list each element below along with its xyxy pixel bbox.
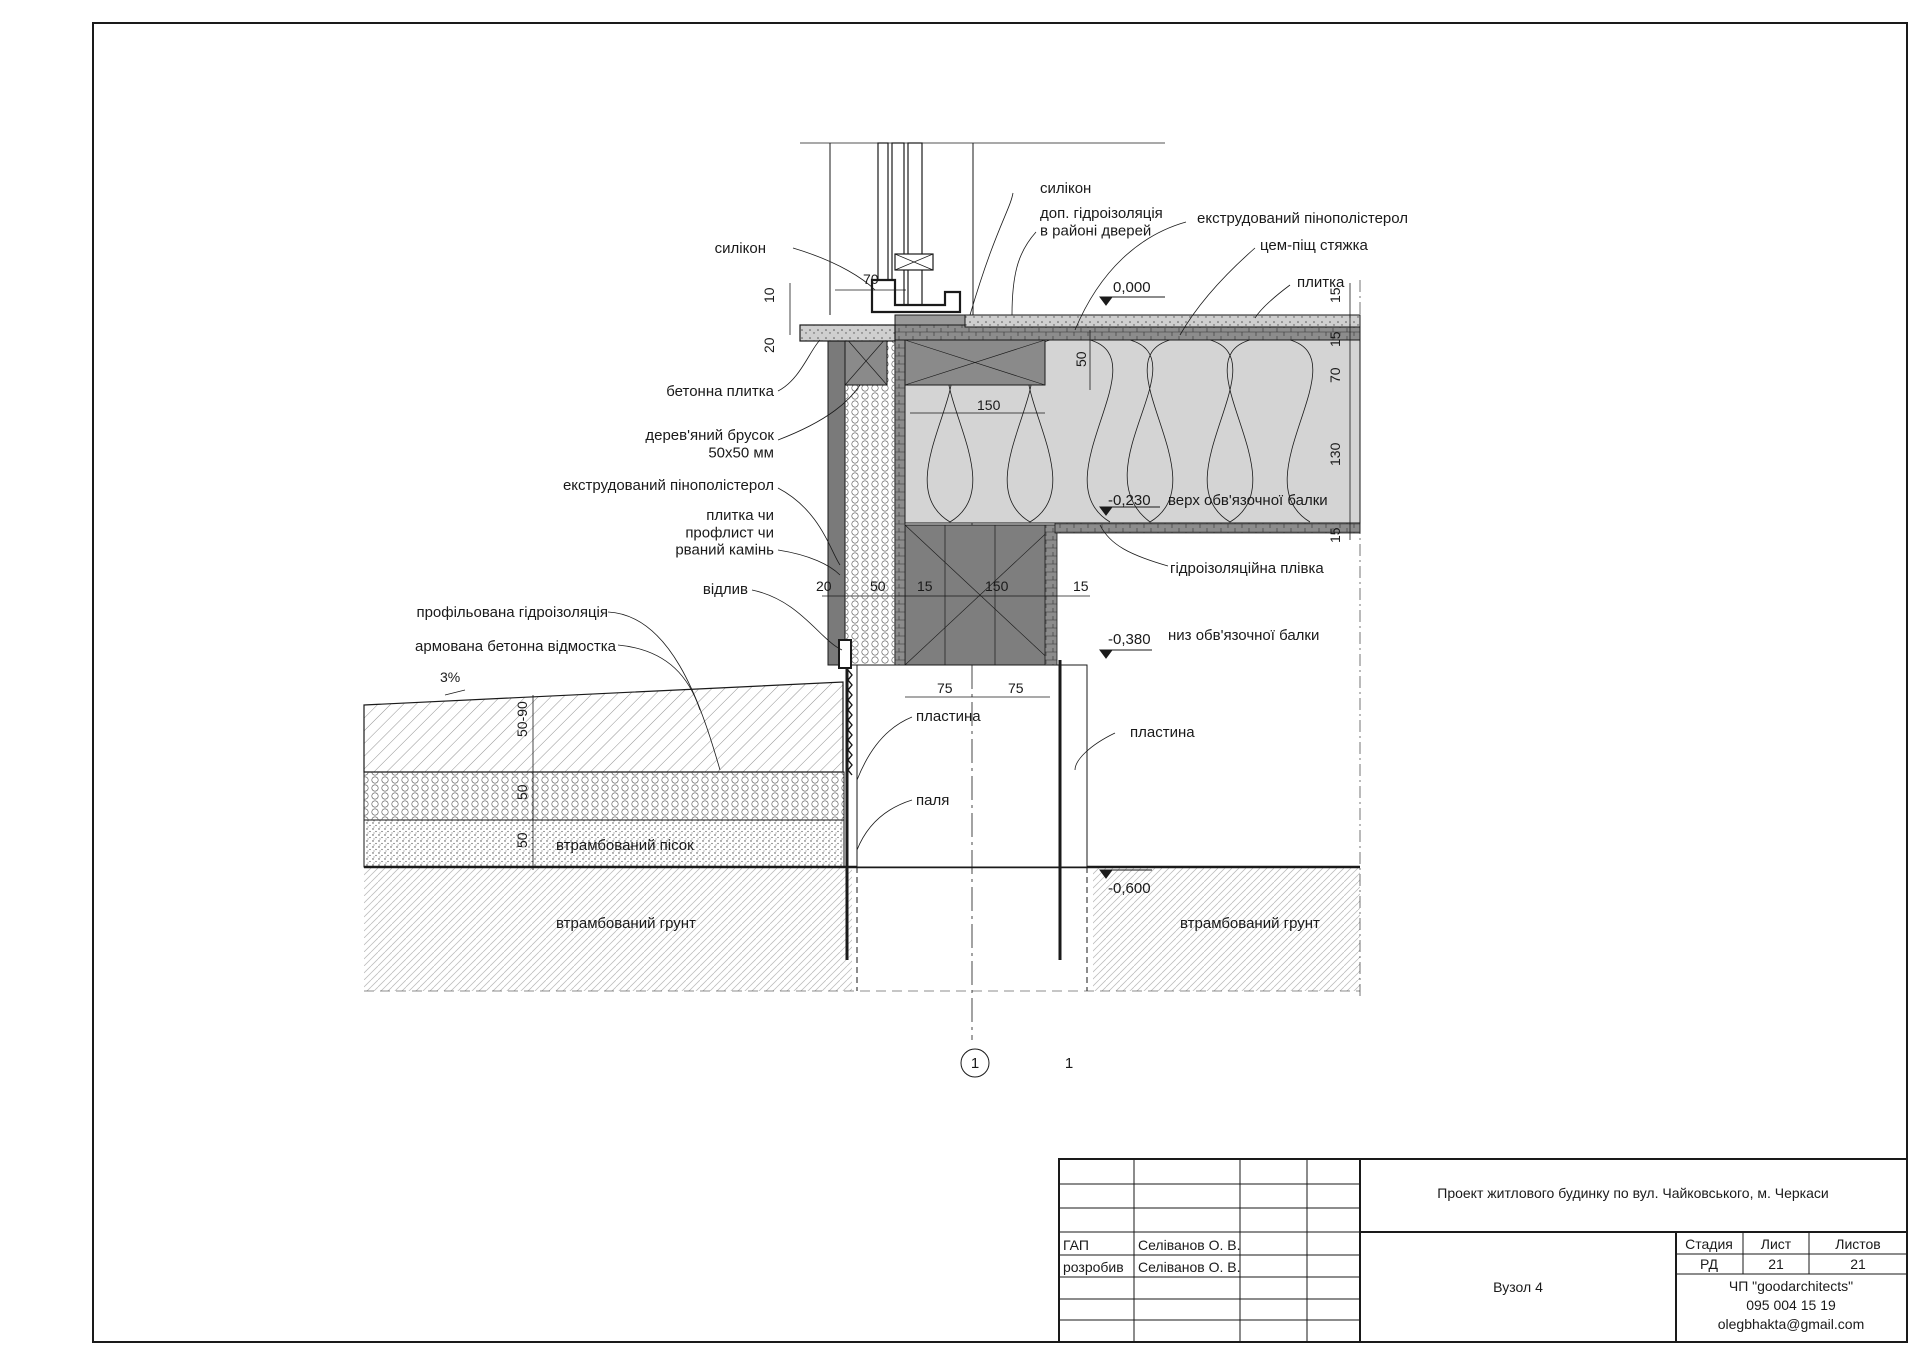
membrane-strip — [1054, 522, 1361, 534]
dim-150-top: 150 — [977, 397, 1001, 413]
dim-130: 130 — [1327, 442, 1343, 466]
xps-vertical — [844, 339, 896, 666]
dim-15-r: 15 — [1073, 578, 1089, 594]
label-blind-area: армована бетонна відмостка — [415, 638, 617, 655]
dim-50-vert: 50 — [1073, 351, 1089, 367]
label-xps-top: екструдований пінополістерол — [1197, 210, 1408, 227]
project-title: Проект житлового будинку по вул. Чайковс… — [1437, 1185, 1828, 1201]
dimension-texts: 70 10 20 50 150 15 15 70 130 15 20 50 15… — [440, 271, 1343, 848]
dim-50: 50 — [870, 578, 886, 594]
sheet-frame — [92, 22, 1908, 1343]
drip-flashing — [838, 639, 852, 669]
dimension-lines — [444, 283, 1351, 870]
dim-50-sand2: 50 — [514, 832, 530, 848]
dim-15-c: 15 — [1327, 527, 1343, 543]
dim-15-l: 15 — [917, 578, 933, 594]
level-beam-top: -0,230 — [1108, 492, 1151, 509]
level-beam-bottom: -0,380 — [1108, 631, 1151, 648]
label-pile: паля — [916, 792, 949, 809]
dim-20: 20 — [816, 578, 832, 594]
profiled-membrane — [847, 669, 853, 776]
label-plate-right: пластина — [1130, 724, 1195, 741]
axis-label: 1 — [971, 1055, 979, 1072]
label-beam-bottom: низ обв'язочної балки — [1168, 627, 1319, 644]
dim-50-90: 50-90 — [514, 701, 530, 737]
title-block: Проект житлового будинку по вул. Чайковс… — [1058, 1158, 1908, 1343]
label-beam-top: верх обв'язочної балки — [1168, 492, 1328, 509]
brick-strip-left — [894, 339, 906, 666]
name-gap: Селіванов О. В. — [1138, 1237, 1241, 1253]
dim-150: 150 — [985, 578, 1009, 594]
level-marks — [1099, 296, 1165, 879]
gravel-layer — [363, 771, 845, 821]
label-silicone-left: силікон — [715, 240, 766, 257]
dim-75-r: 75 — [1008, 680, 1024, 696]
dim-20-left: 20 — [761, 337, 777, 353]
level-zero: 0,000 — [1113, 279, 1151, 296]
label-soil-right: втрамбований грунт — [1180, 915, 1320, 932]
dim-70: 70 — [863, 271, 879, 287]
dim-15-b: 15 — [1327, 331, 1343, 347]
leader-lines — [607, 192, 1291, 851]
soil-left — [364, 867, 852, 991]
axis-circle — [960, 1048, 990, 1078]
label-sand: втрамбований пісок — [556, 837, 694, 854]
soil-right — [1093, 867, 1360, 991]
label-screed: цем-піщ стяжка — [1260, 237, 1368, 254]
dim-slope: 3% — [440, 669, 460, 685]
role-gap: ГАП — [1063, 1237, 1089, 1253]
label-plate-left: пластина — [916, 708, 981, 725]
org-phone: 095 004 15 19 — [1746, 1297, 1836, 1313]
cladding-strip — [827, 339, 846, 666]
ground-layers — [363, 681, 1360, 992]
axis-marker: 1 1 — [960, 1048, 1073, 1078]
axis-side-label: 1 — [1065, 1055, 1073, 1072]
level-ground: -0,600 — [1108, 880, 1151, 897]
dim-70-vert: 70 — [1327, 367, 1343, 383]
org-email: olegbhakta@gmail.com — [1718, 1316, 1865, 1332]
stage-value: РД — [1700, 1256, 1718, 1272]
sheets-value: 21 — [1850, 1256, 1866, 1272]
wall-assembly — [799, 142, 1361, 1000]
concrete-threshold — [799, 324, 896, 342]
name-developer: Селіванов О. В. — [1138, 1259, 1241, 1275]
label-membrane: гідроізоляційна плівка — [1170, 560, 1324, 577]
dim-10: 10 — [761, 287, 777, 303]
sheet-header: Лист — [1761, 1236, 1792, 1252]
org-name: ЧП "goodarchitects" — [1729, 1278, 1853, 1294]
dim-75-l: 75 — [937, 680, 953, 696]
sheet-value: 21 — [1768, 1256, 1784, 1272]
blind-area-slab — [363, 681, 844, 773]
sheet-title: Вузол 4 — [1493, 1279, 1543, 1295]
role-developer: розробив — [1063, 1259, 1124, 1275]
sheets-header: Листов — [1835, 1236, 1881, 1252]
label-concrete-slab: бетонна плитка — [666, 383, 774, 400]
screed-under-door — [964, 314, 1361, 328]
stage-header: Стадия — [1685, 1236, 1733, 1252]
label-tile: плитка — [1297, 274, 1345, 291]
dim-15-a: 15 — [1327, 287, 1343, 303]
brick-strip-right — [1044, 524, 1058, 666]
label-silicone-top: силікон — [1040, 180, 1091, 197]
label-drip: відлив — [703, 581, 748, 598]
label-soil-left: втрамбований грунт — [556, 915, 696, 932]
label-xps-left: екструдований пінополістерол — [563, 477, 774, 494]
door-frame — [829, 142, 974, 315]
label-profiled-waterproofing: профільована гідроізоляція — [416, 604, 608, 621]
dim-50-sand1: 50 — [514, 784, 530, 800]
